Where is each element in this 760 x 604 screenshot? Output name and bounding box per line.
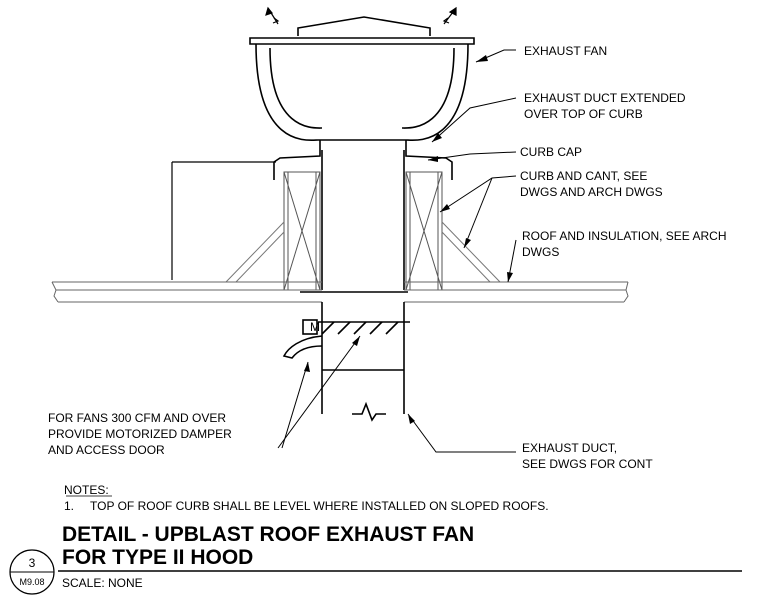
scale-text: SCALE: NONE (62, 576, 143, 590)
break-line (352, 401, 386, 422)
callout-curb-cant-1: CURB AND CANT, SEE (520, 169, 647, 183)
detail-number: 3 (29, 556, 36, 570)
notes-heading: NOTES: (64, 483, 109, 497)
adjacent-outline (171, 161, 276, 280)
motorized-damper (302, 319, 410, 335)
callout-curb-cant-2: DWGS AND ARCH DWGS (520, 185, 663, 199)
motor-tag: M (310, 320, 320, 334)
cant-left (225, 221, 285, 283)
roof-deck (51, 281, 629, 303)
callout-damper-1: FOR FANS 300 CFM AND OVER (48, 411, 226, 425)
leader-lines (277, 49, 517, 453)
callout-duct-extended-1: EXHAUST DUCT EXTENDED (524, 91, 686, 105)
airflow-arrow-right-icon (442, 6, 457, 25)
callout-curb-cap: CURB CAP (520, 145, 582, 159)
access-door (282, 335, 323, 359)
airflow-arrow-left-icon (265, 6, 280, 25)
callout-damper-3: AND ACCESS DOOR (48, 443, 165, 457)
curb-right (405, 171, 443, 291)
cant-right (441, 221, 501, 283)
note-1-number: 1. (64, 499, 74, 513)
callout-exhaust-duct-1: EXHAUST DUCT, (522, 441, 617, 455)
curb-cap-shape (273, 140, 453, 290)
callout-exhaust-duct-2: SEE DWGS FOR CONT (522, 457, 653, 471)
exhaust-fan-shape (249, 16, 475, 142)
title-line-2: FOR TYPE II HOOD (62, 546, 253, 569)
title-line-1: DETAIL - UPBLAST ROOF EXHAUST FAN (62, 523, 474, 546)
sheet-ref: M9.08 (19, 577, 44, 587)
callout-duct-extended-2: OVER TOP OF CURB (524, 107, 643, 121)
curb-left (283, 171, 321, 291)
callout-roof-insulation-1: ROOF AND INSULATION, SEE ARCH (522, 229, 726, 243)
callout-roof-insulation-2: DWGS (522, 245, 559, 259)
callout-exhaust-fan: EXHAUST FAN (524, 44, 607, 58)
callout-damper-2: PROVIDE MOTORIZED DAMPER (48, 427, 232, 441)
note-1-text: TOP OF ROOF CURB SHALL BE LEVEL WHERE IN… (90, 499, 549, 513)
